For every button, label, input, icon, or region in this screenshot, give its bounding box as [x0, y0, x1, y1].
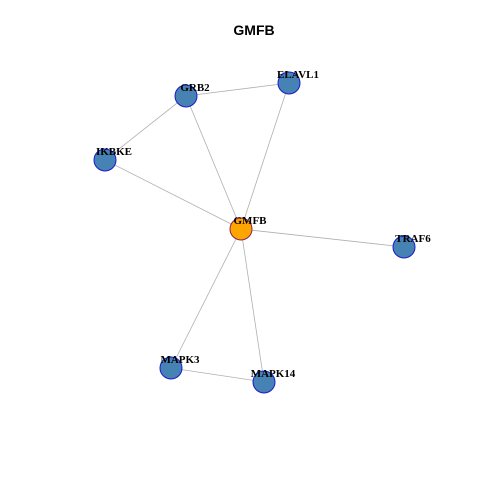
node-grb2: [174, 84, 198, 108]
node-elavl1: [277, 71, 301, 95]
edges-layer: [104, 82, 405, 383]
edge-mapk3-mapk14: [170, 367, 265, 383]
edge-grb2-elavl1: [185, 82, 290, 97]
edge-grb2-ikbke: [104, 95, 187, 161]
edge-gmfb-mapk3: [170, 228, 242, 369]
node-label-ikbke: IKBKE: [96, 146, 132, 158]
node-label-traf6: TRAF6: [395, 233, 431, 245]
edge-grb2-gmfb: [185, 95, 242, 230]
node-mapk14: [252, 370, 276, 394]
node-label-elavl1: ELAVL1: [277, 69, 319, 81]
node-label-mapk14: MAPK14: [251, 368, 296, 380]
node-traf6: [392, 235, 416, 259]
node-label-grb2: GRB2: [180, 82, 210, 94]
node-gmfb: [229, 217, 253, 241]
nodes-layer: [93, 71, 416, 394]
node-label-gmfb: GMFB: [234, 215, 268, 227]
edge-elavl1-gmfb: [240, 82, 290, 230]
edge-gmfb-mapk14: [240, 228, 265, 383]
node-ikbke: [93, 148, 117, 172]
edge-ikbke-gmfb: [104, 159, 242, 230]
edge-gmfb-traf6: [240, 228, 405, 248]
graph-title: GMFB: [233, 22, 274, 38]
node-mapk3: [159, 356, 183, 380]
node-label-mapk3: MAPK3: [160, 354, 200, 366]
